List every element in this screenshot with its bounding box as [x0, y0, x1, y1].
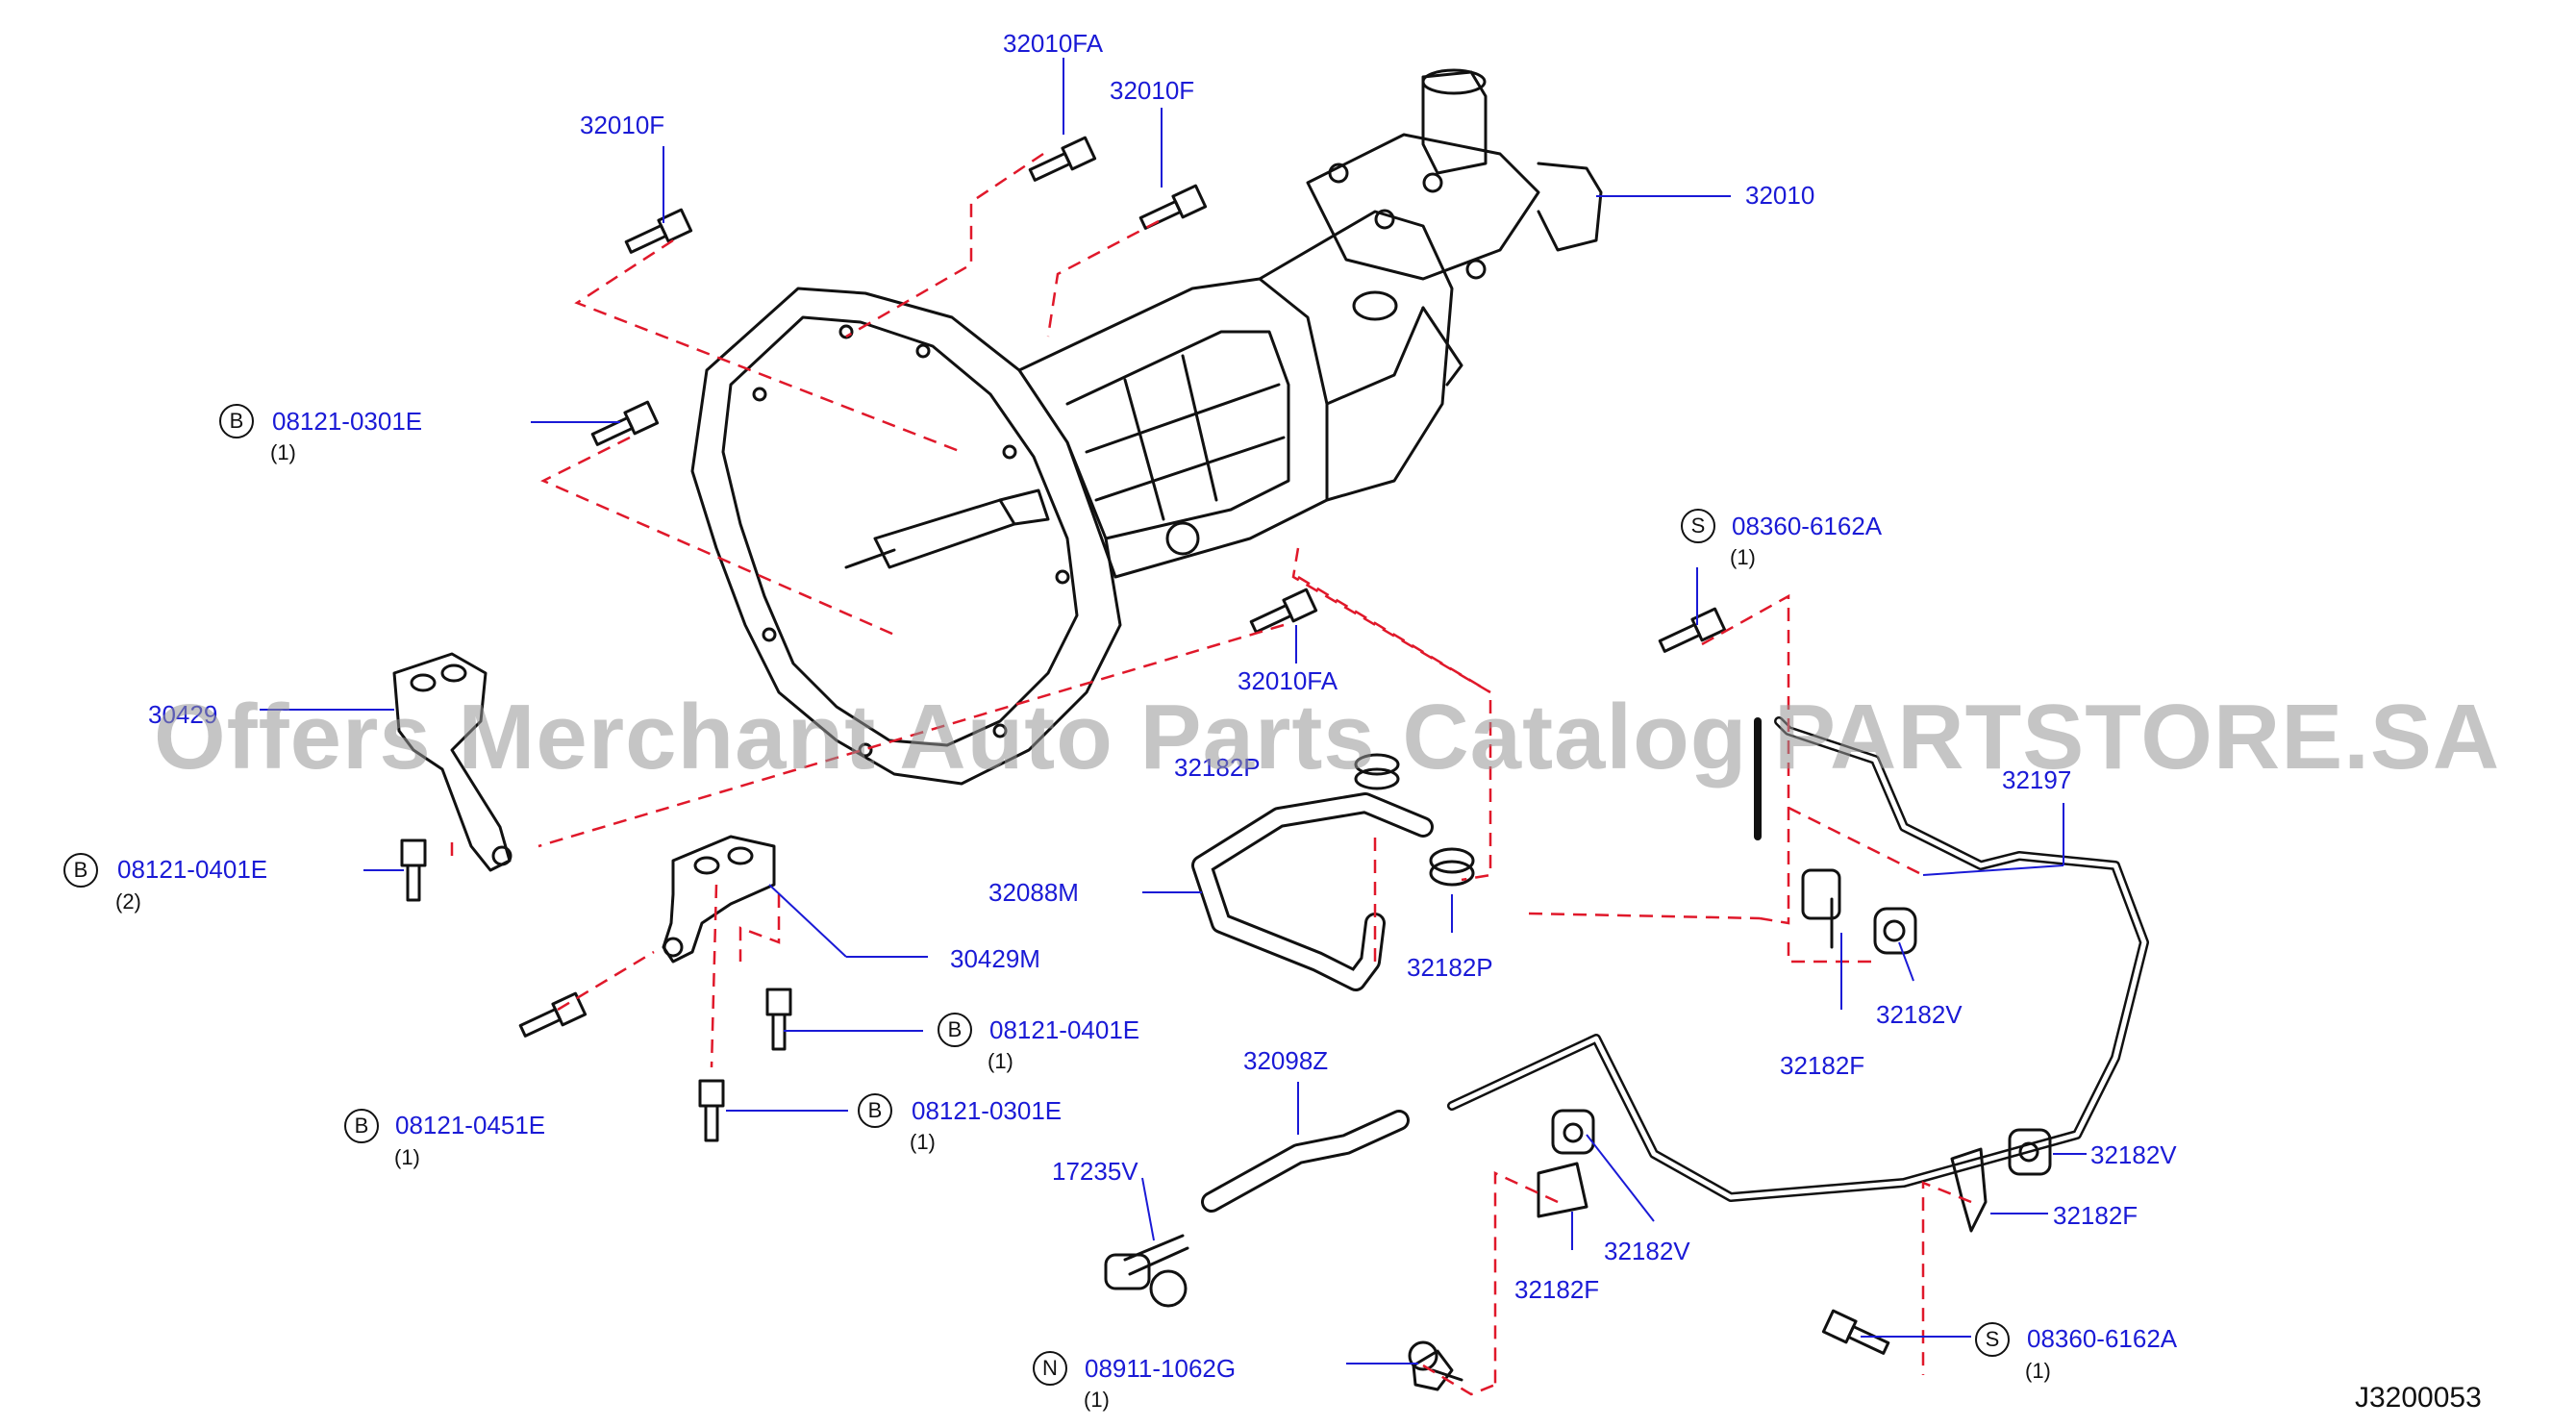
part-label-08911-1062g[interactable]: 08911-1062G — [1085, 1354, 1237, 1383]
part-label-32197[interactable]: 32197 — [2002, 765, 2072, 794]
quantity-label: (1) — [2025, 1359, 2051, 1383]
diagram-code: J3200053 — [2355, 1382, 2482, 1414]
part-label-08360-6162a-bottom[interactable]: 08360-6162A — [2027, 1324, 2178, 1353]
leader-lines — [260, 58, 2087, 1364]
part-label-32098z[interactable]: 32098Z — [1243, 1046, 1329, 1075]
badge-b-icon: B — [344, 1109, 379, 1143]
badge-n-icon: N — [1033, 1351, 1067, 1386]
part-label-32182p-mid[interactable]: 32182P — [1407, 953, 1493, 982]
badge-b-icon: B — [938, 1013, 972, 1047]
part-label-08121-0451e[interactable]: 08121-0451E — [395, 1111, 546, 1139]
bolts — [400, 136, 1890, 1391]
joint-17235v — [1104, 1234, 1189, 1308]
part-label-32010f-top[interactable]: 32010F — [1110, 76, 1195, 105]
mount-bracket-left — [392, 652, 513, 872]
badge-b-icon: B — [858, 1093, 892, 1128]
mount-bracket-30429m — [662, 835, 776, 964]
hose-32088m — [1191, 792, 1434, 991]
pipe-32197 — [1447, 716, 2149, 1202]
part-label-32182v-bottom-right[interactable]: 32182V — [2090, 1140, 2177, 1169]
part-label-32182f-mid[interactable]: 32182F — [1780, 1051, 1865, 1080]
part-label-32010fa-top[interactable]: 32010FA — [1003, 29, 1104, 58]
part-label-32182v-right[interactable]: 32182V — [1876, 1000, 1963, 1029]
part-label-08121-0301e-mid[interactable]: 08121-0301E — [912, 1096, 1063, 1125]
quantity-label: (2) — [115, 889, 141, 914]
quantity-label: (1) — [1730, 545, 1756, 569]
part-label-32010[interactable]: 32010 — [1745, 181, 1815, 210]
grommets-brackets — [1408, 868, 2052, 1371]
part-label-30429m[interactable]: 30429M — [950, 944, 1040, 973]
hose-32098z — [1201, 1110, 1410, 1213]
part-label-32010fa-mid[interactable]: 32010FA — [1238, 666, 1338, 695]
quantity-label: (1) — [910, 1130, 936, 1154]
part-label-32182v-bottom-mid[interactable]: 32182V — [1604, 1237, 1690, 1265]
quantity-label: (1) — [394, 1145, 420, 1169]
part-label-30429-left[interactable]: 30429 — [148, 700, 218, 729]
quantity-label: (1) — [988, 1049, 1013, 1073]
part-label-32182f-bottom-mid[interactable]: 32182F — [1514, 1275, 1600, 1304]
badge-s-icon: S — [1681, 509, 1715, 543]
quantity-label: (1) — [270, 440, 296, 464]
dashed-guides — [450, 152, 1972, 1396]
badge-s-icon: S — [1975, 1322, 2010, 1357]
transmission-assembly — [690, 68, 1603, 786]
part-label-17235v[interactable]: 17235V — [1052, 1157, 1138, 1186]
part-label-32182f-bottom-right[interactable]: 32182F — [2053, 1201, 2138, 1230]
part-label-32088m[interactable]: 32088M — [988, 878, 1079, 907]
badge-b-icon: B — [63, 853, 98, 888]
part-label-08121-0401e-left[interactable]: 08121-0401E — [117, 855, 268, 884]
badge-b-icon: B — [219, 404, 254, 438]
part-label-32182p-top[interactable]: 32182P — [1174, 753, 1261, 782]
part-label-08121-0401e-mid[interactable]: 08121-0401E — [989, 1015, 1140, 1044]
part-label-32010f-left[interactable]: 32010F — [580, 111, 665, 139]
part-label-08121-0301e-top[interactable]: 08121-0301E — [272, 407, 423, 436]
part-label-08360-6162a-top[interactable]: 08360-6162A — [1732, 512, 1883, 540]
hose-clamps — [1354, 753, 1475, 887]
quantity-label: (1) — [1084, 1388, 1110, 1412]
